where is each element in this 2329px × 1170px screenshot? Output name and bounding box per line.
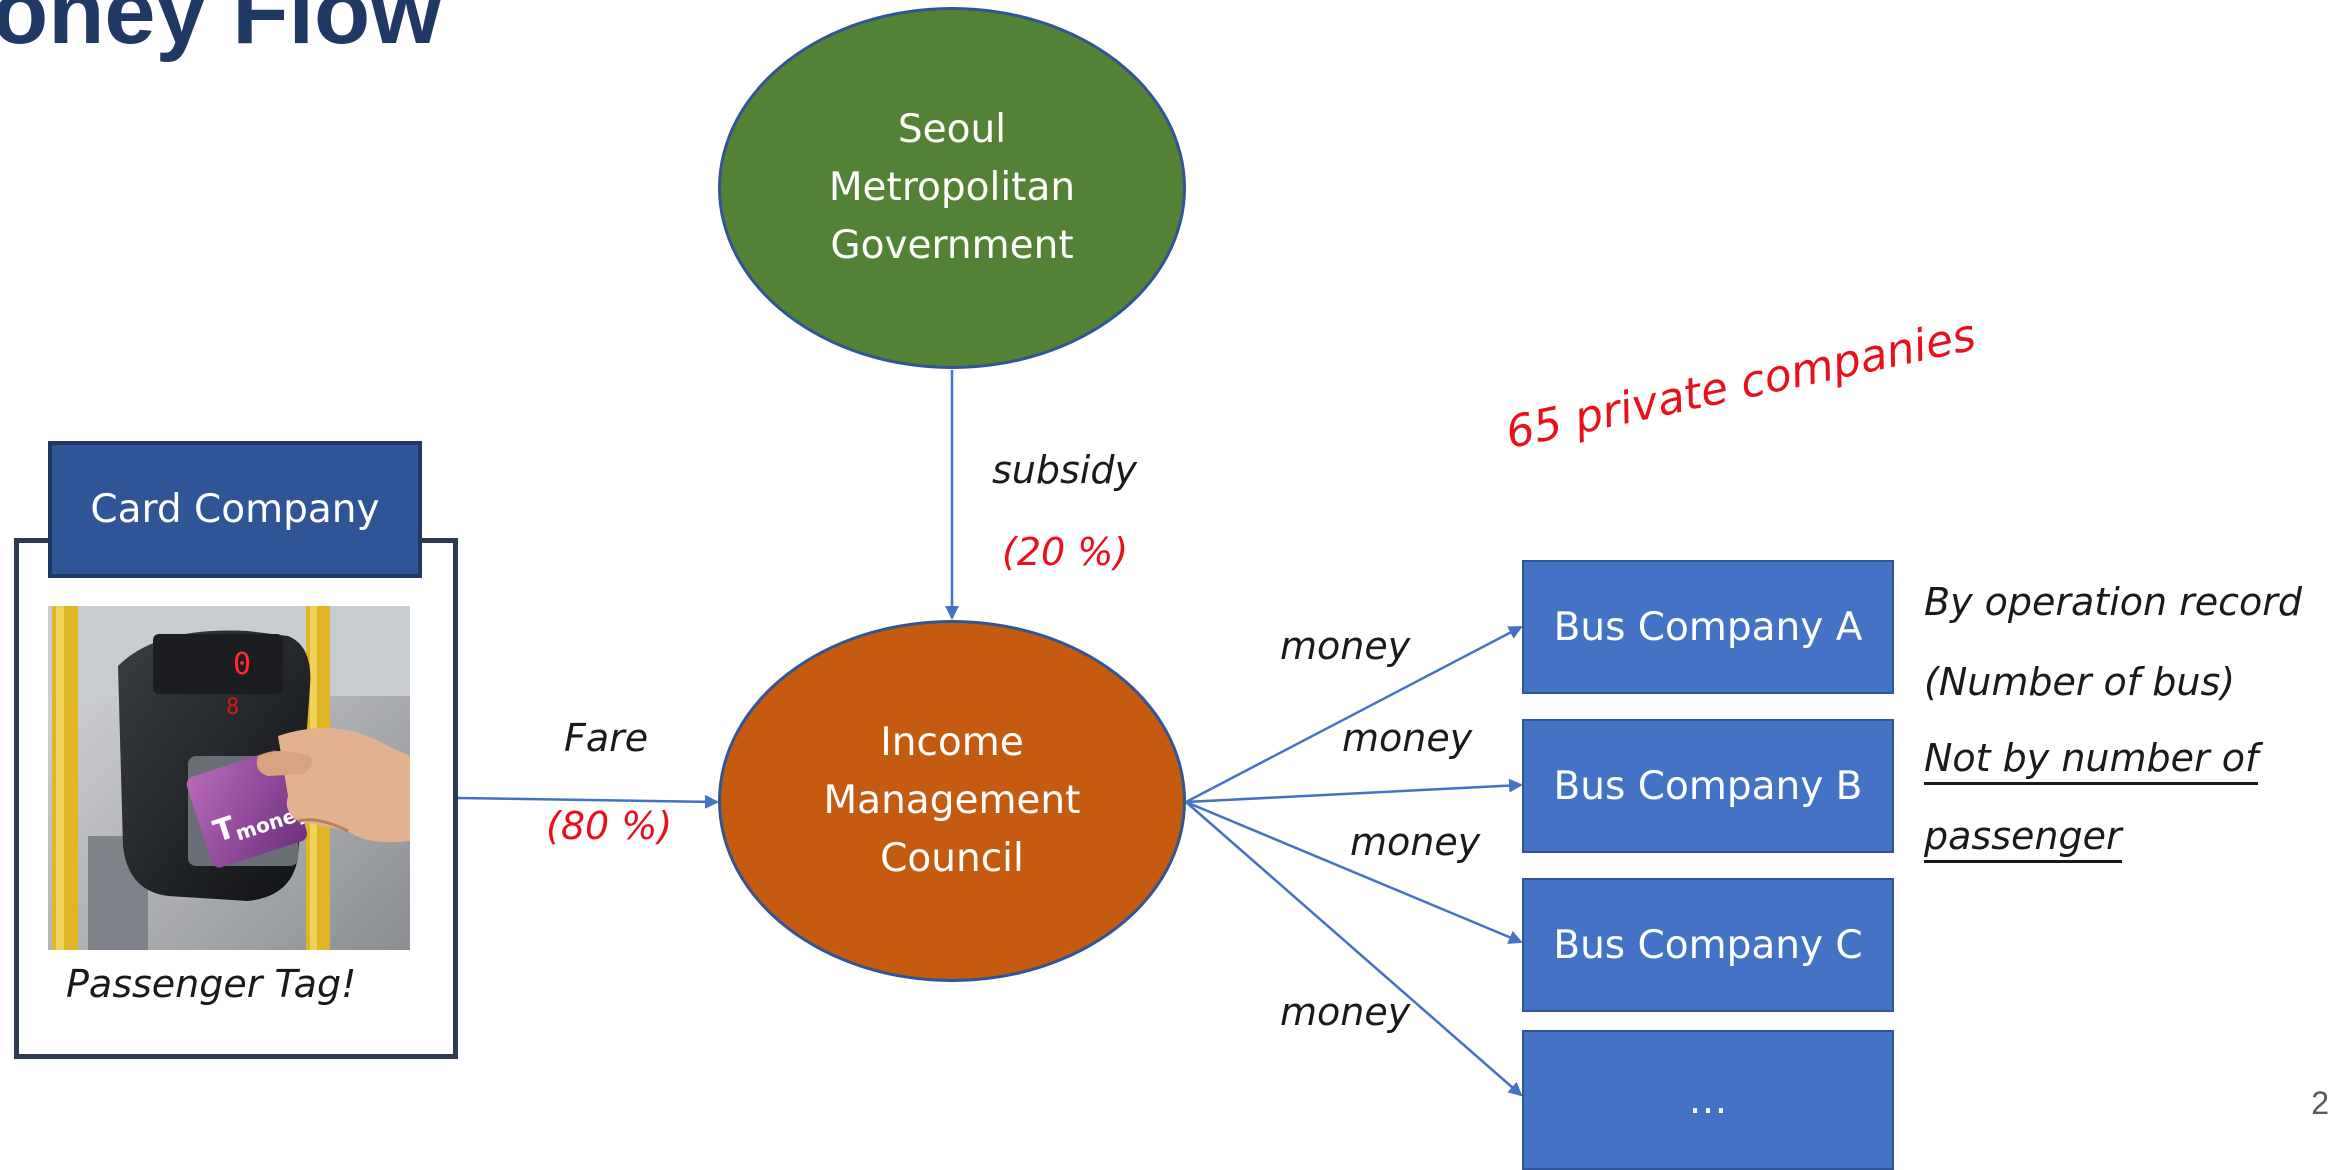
slide-title: oney Flow: [0, 0, 442, 63]
money-arrow-b: [1185, 778, 1523, 804]
fare-arrow: [457, 794, 719, 809]
criteria-line-4: passenger: [1924, 814, 2122, 863]
fare-label: Fare: [564, 716, 649, 760]
bus-company-more: …: [1522, 1030, 1894, 1170]
svg-text:0: 0: [233, 647, 251, 682]
council-node: Income Management Council: [718, 620, 1186, 982]
criteria-line-4-text: passenger: [1924, 814, 2122, 863]
criteria-line-1: By operation record: [1924, 580, 2303, 624]
card-company-header: Card Company: [48, 441, 422, 578]
money-label-c: money: [1350, 820, 1481, 864]
fare-share-label: (80 %): [546, 804, 673, 848]
bus-company-c: Bus Company C: [1522, 878, 1894, 1012]
passenger-tag-note: Passenger Tag!: [66, 962, 357, 1006]
bus-company-a: Bus Company A: [1522, 560, 1894, 694]
criteria-line-3: Not by number of: [1924, 736, 2259, 785]
bus-company-b: Bus Company B: [1522, 719, 1894, 853]
money-label-b: money: [1342, 716, 1473, 760]
criteria-line-2: (Number of bus): [1924, 660, 2236, 704]
subsidy-label: subsidy: [992, 448, 1137, 492]
money-label-a: money: [1280, 624, 1411, 668]
money-arrow-more: [1185, 801, 1523, 1097]
criteria-line-3-text: Not by number of: [1924, 736, 2259, 785]
money-arrow-a: [1185, 625, 1523, 804]
council-label: Income Management Council: [823, 720, 1081, 881]
money-arrow-c: [1185, 800, 1523, 944]
subsidy-share-label: (20 %): [1002, 530, 1129, 574]
page-number: 2: [2311, 1085, 2329, 1121]
government-label: Seoul Metropolitan Government: [828, 107, 1076, 268]
svg-text:8: 8: [226, 695, 239, 720]
bus-card-reader-photo: 0 8 T money: [48, 606, 410, 950]
government-node: Seoul Metropolitan Government: [718, 7, 1186, 369]
money-label-more: money: [1280, 990, 1411, 1034]
